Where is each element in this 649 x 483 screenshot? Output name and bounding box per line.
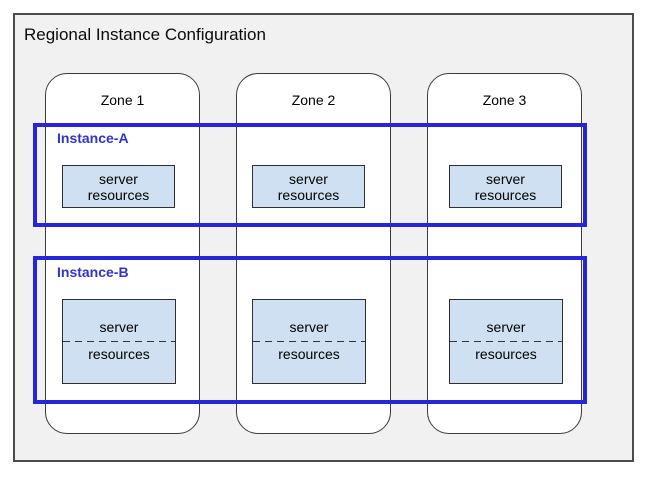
server-box-line2: resources [278,345,340,362]
zone-1-label: Zone 1 [100,92,145,108]
diagram-title: Regional Instance Configuration [24,25,266,44]
zone-3-label: Zone 3 [482,92,527,108]
server-box-line1: server [99,318,139,335]
dashed-divider-line [450,340,562,342]
server-resources-box-instance-b-zone-1: server resources [62,299,176,384]
instance-b-label: Instance-B [57,264,129,280]
server-box-line1: server [486,170,525,187]
server-box-line2: resources [277,186,340,203]
server-box-line2: resources [475,345,537,362]
dashed-divider-line [253,340,365,342]
server-box-line1: server [289,318,329,335]
server-resources-box-instance-b-zone-3: server resources [449,299,563,384]
server-box-line2: resources [474,186,537,203]
server-box-line1: server [486,318,526,335]
instance-a-box [33,123,587,227]
server-resources-box-instance-a-zone-1: server resources [62,165,175,208]
server-resources-box-instance-a-zone-2: server resources [252,165,365,208]
server-resources-box-instance-a-zone-3: server resources [449,165,562,208]
zone-2-label: Zone 2 [291,92,336,108]
server-resources-box-instance-b-zone-2: server resources [252,299,366,384]
instance-a-label: Instance-A [57,130,129,146]
server-box-line1: server [289,170,328,187]
server-box-line1: server [99,170,138,187]
dashed-divider-line [63,340,175,342]
server-box-line2: resources [87,186,150,203]
server-box-line2: resources [88,345,150,362]
instance-b-box [33,256,587,404]
